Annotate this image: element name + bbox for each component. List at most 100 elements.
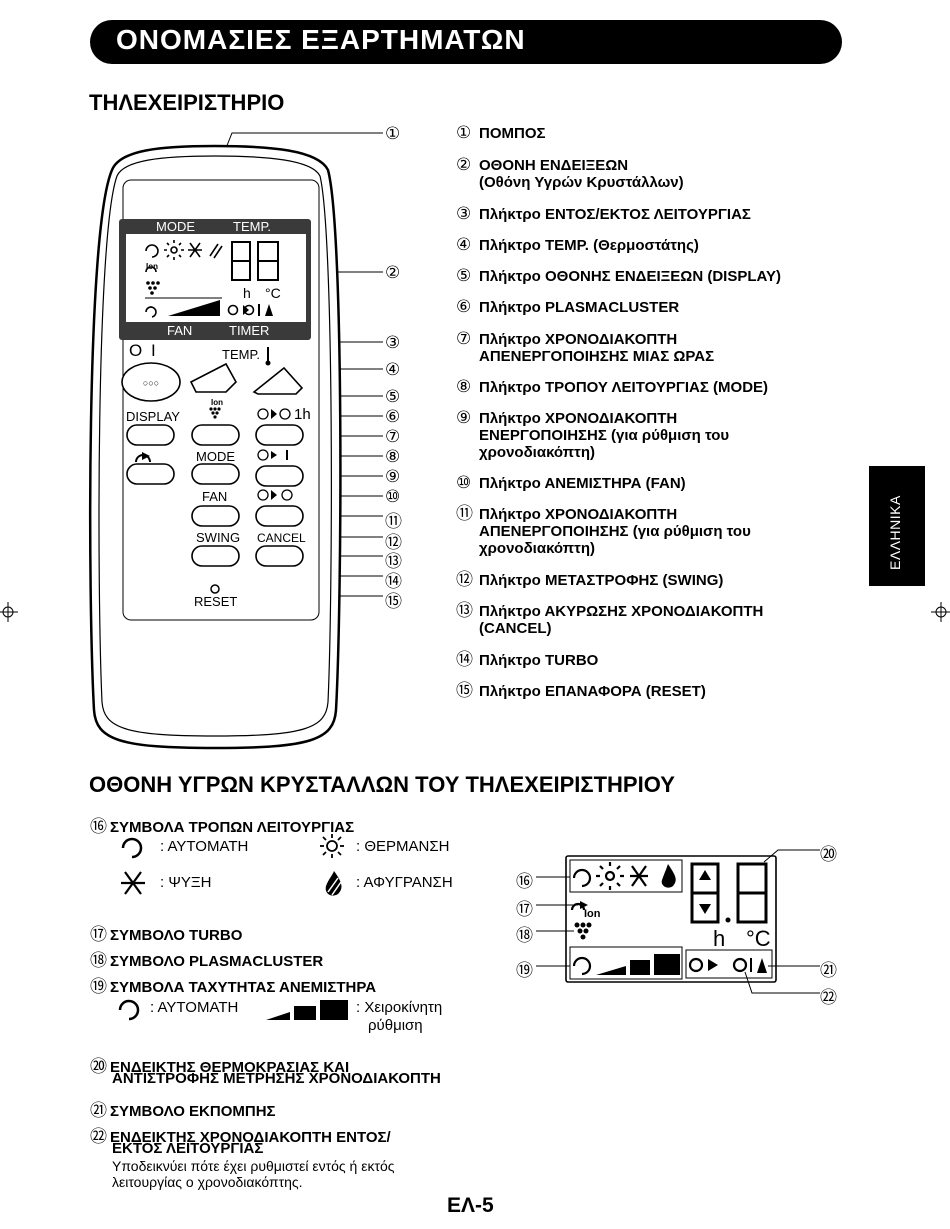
- legend-text: Πλήκτρο ΕΠΑΝΑΦΟΡΑ (RESET): [479, 683, 706, 700]
- lcd-unit-c: °C: [265, 285, 281, 301]
- fan-manual-icon: [266, 1000, 348, 1020]
- remote-callout-number: ⑫: [385, 533, 402, 552]
- legend-number: ④: [456, 235, 472, 254]
- lcd-callout-20: ⑳: [820, 845, 837, 864]
- remote-plasma-dots: [146, 281, 160, 295]
- lcd-ion-label: Ion: [146, 262, 158, 271]
- dry-mode-icon: [325, 871, 342, 896]
- legend-text: ΟΘΟΝΗ ΕΝΔΕΙΞΕΩΝ: [479, 157, 629, 174]
- legend-text: Πλήκτρο ΤΡΟΠΟΥ ΛΕΙΤΟΥΡΓΙΑΣ (MODE): [479, 379, 769, 396]
- cancel-label: CANCEL: [257, 531, 306, 545]
- remote-callout-number: ③: [385, 333, 401, 352]
- remote-callout-number: ⑨: [385, 467, 401, 486]
- temp-label: TEMP.: [222, 347, 261, 362]
- legend-text: χρονοδιακόπτη): [479, 444, 596, 461]
- remote-fan-bars: [168, 300, 220, 316]
- lcd-callout-21: ㉑: [820, 961, 837, 980]
- svg-text:○○○: ○○○: [143, 378, 159, 388]
- heat-mode-label: : ΘΕΡΜΑΝΣΗ: [356, 838, 450, 855]
- lcd-label-timer: TIMER: [229, 323, 270, 338]
- header-banner: [90, 20, 842, 64]
- off-timer-button: [255, 505, 304, 527]
- fan-auto-label: : ΑΥΤΟΜΑΤΗ: [150, 999, 239, 1016]
- lcd-callout-18: ⑱: [516, 926, 533, 945]
- cancel-button: [255, 545, 304, 567]
- legend-text: Πλήκτρο ΑΝΕΜΙΣΤΗΡΑ (FAN): [479, 475, 686, 492]
- legend-text: Πλήκτρο ΧΡΟΝΟΔΙΑΚΟΠΤΗ: [479, 331, 678, 348]
- reset-hole: [210, 584, 220, 594]
- mode-label: MODE: [196, 449, 235, 464]
- timer-1h-button: [255, 424, 304, 446]
- ion-label: Ion: [211, 398, 223, 407]
- legend-text: Πλήκτρο ΧΡΟΝΟΔΙΑΚΟΠΤΗ: [479, 410, 678, 427]
- heat-mode-icon: [320, 834, 344, 858]
- language-tab-label: ΕΛΛΗΝΙΚΑ: [887, 495, 903, 570]
- legend-number: ⑦: [456, 329, 472, 348]
- lcd-section-title: ΟΘΟΝΗ ΥΓΡΩΝ ΚΡΥΣΤΑΛΛΩΝ ΤΟΥ ΤΗΛΕΧΕΙΡΙΣΤΗΡ…: [89, 772, 675, 797]
- registration-mark-left: [0, 602, 18, 622]
- item-22-desc-2: λειτουργίας ο χρονοδιακόπτης.: [112, 1174, 303, 1190]
- legend-text: ΕΝΕΡΓΟΠΟΙΗΣΗΣ (για ρύθμιση του: [479, 427, 730, 444]
- temp-up-button: [252, 366, 304, 395]
- display-button: [126, 424, 175, 446]
- remote-callout-number: ①: [385, 124, 401, 143]
- legend-text: Πλήκτρο ΑΚΥΡΩΣΗΣ ΧΡΟΝΟΔΙΑΚΟΠΤΗ: [479, 603, 764, 620]
- legend-text: (Οθόνη Υγρών Κρυστάλλων): [479, 174, 684, 191]
- timer-1h-label: 1h: [294, 406, 311, 423]
- lcd-unit-h: h: [243, 285, 251, 301]
- swing-label: SWING: [196, 530, 241, 545]
- lcd-label-fan: FAN: [167, 323, 193, 338]
- fan-manual-label-1: : Χειροκίνητη: [356, 999, 443, 1016]
- lcd-detail-diagram: [536, 849, 820, 994]
- lcd-callout-17: ⑰: [516, 900, 533, 919]
- power-button: [121, 362, 181, 402]
- legend-number: ⑫: [456, 570, 473, 589]
- remote-section-title: ΤΗΛΕΧΕΙΡΙΣΤΗΡΙΟ: [89, 90, 285, 115]
- remote-lcd-icons: [145, 240, 255, 318]
- lcd-label-mode: MODE: [156, 219, 195, 234]
- remote-callout-number: ②: [385, 263, 401, 282]
- remote-callout-number: ⑮: [385, 592, 402, 611]
- legend-number: ②: [456, 155, 472, 174]
- turbo-button: [126, 463, 175, 485]
- dry-mode-label: : ΑΦΥΓΡΑΝΣΗ: [356, 874, 453, 891]
- on-timer-button: [255, 465, 304, 487]
- remote-callout-number: ④: [385, 360, 401, 379]
- remote-callout-number: ⑦: [385, 427, 401, 446]
- item-20-line2: ΑΝΤΙΣΤΡΟΦΗΣ ΜΕΤΡΗΣΗΣ ΧΡΟΝΟΔΙΑΚΟΠΤΗ: [112, 1070, 441, 1087]
- fan-manual-label-2: ρύθμιση: [368, 1017, 423, 1034]
- legend-number: ③: [456, 204, 472, 223]
- fan-button: [191, 505, 240, 527]
- remote-callout-number: ⑪: [385, 512, 402, 531]
- legend-number: ⑪: [456, 504, 473, 523]
- remote-callout-number: ⑤: [385, 387, 401, 406]
- auto-mode-label: : ΑΥΤΟΜΑΤΗ: [160, 838, 249, 855]
- lcd-callout-16: ⑯: [516, 872, 533, 891]
- temp-down-button: [189, 362, 237, 393]
- item-22-line2: ΕΚΤΟΣ ΛΕΙΤΟΥΡΓΙΑΣ: [112, 1140, 264, 1157]
- remote-callout-number: ⑧: [385, 447, 401, 466]
- lcd-detail-ion: Ion: [584, 908, 601, 920]
- legend-number: ⑩: [456, 473, 472, 492]
- legend-text: Πλήκτρο ΕΝΤΟΣ/ΕΚΤΟΣ ΛΕΙΤΟΥΡΓΙΑΣ: [479, 206, 751, 223]
- legend-text: Πλήκτρο TEMP. (Θερμοστάτης): [479, 237, 699, 254]
- legend-number: ⑤: [456, 266, 472, 285]
- legend-number: ①: [456, 123, 472, 142]
- remote-seg-display: [231, 241, 279, 281]
- legend-text: Πλήκτρο ΟΘΟΝΗΣ ΕΝΔΕΙΞΕΩΝ (DISPLAY): [479, 268, 781, 285]
- legend-number: ⑭: [456, 650, 473, 669]
- legend-number: ⑮: [456, 681, 473, 700]
- page-title: ΟΝΟΜΑΣΙΕΣ ΕΞΑΡΤΗΜΑΤΩΝ: [116, 24, 526, 55]
- cool-mode-label: : ΨΥΞΗ: [160, 874, 212, 891]
- language-tab: ΕΛΛΗΝΙΚΑ: [869, 466, 925, 586]
- legend-number: ⑨: [456, 408, 472, 427]
- legend-number: ⑥: [456, 297, 472, 316]
- legend-text: ΑΠΕΝΕΡΓΟΠΟΙΗΣΗΣ ΜΙΑΣ ΩΡΑΣ: [479, 348, 715, 365]
- swing-button: [191, 545, 240, 567]
